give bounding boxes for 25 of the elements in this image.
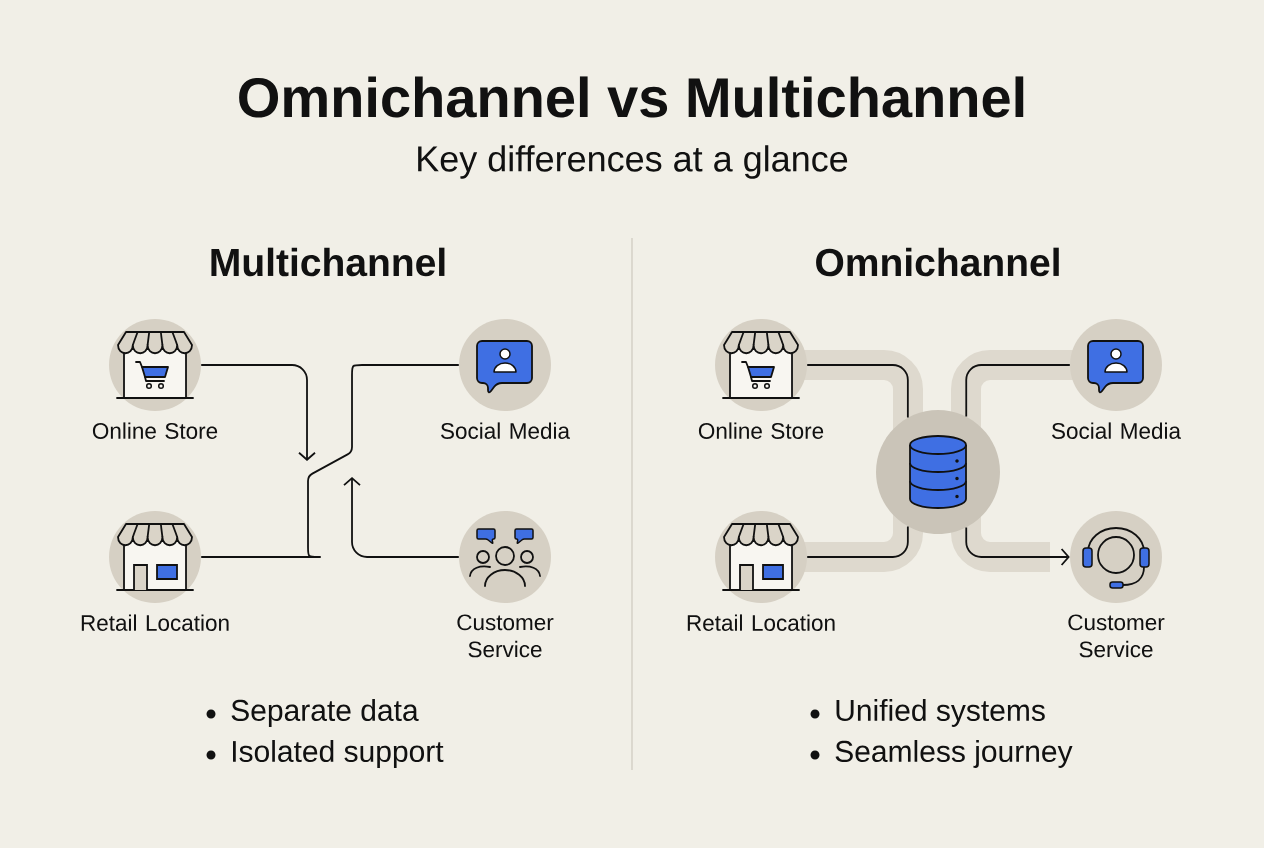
arrow bbox=[965, 526, 1070, 566]
channel-node: Customer Service bbox=[457, 511, 554, 658]
bullet-text: Seamless journey bbox=[835, 740, 1073, 768]
bullet-text: Unified systems bbox=[836, 699, 1045, 727]
section-heading: Omnichannel bbox=[816, 247, 1059, 277]
subtitle: Key differences at a glance bbox=[418, 145, 848, 179]
connector-line bbox=[965, 364, 1071, 418]
bullet-text: Isolated support bbox=[233, 740, 444, 768]
node-label: Online Store bbox=[92, 422, 218, 439]
connector-line bbox=[806, 525, 909, 558]
connector-line bbox=[200, 364, 460, 558]
connector-line bbox=[806, 364, 909, 419]
node-label: Retail Location bbox=[687, 614, 835, 631]
section-heading: Multichannel bbox=[211, 247, 445, 277]
node-label: Customer Service bbox=[1068, 614, 1165, 658]
arrow bbox=[343, 477, 460, 558]
node-label: Retail Location bbox=[81, 614, 229, 631]
arrow bbox=[200, 364, 316, 461]
node-label: Online Store bbox=[698, 422, 824, 439]
node-label: Social Media bbox=[1051, 422, 1182, 439]
channel-node: Customer Service bbox=[1068, 511, 1165, 658]
bullet-text: Separate data bbox=[231, 699, 419, 727]
title: Omnichannel vs Multichannel bbox=[239, 76, 1024, 118]
node-label: Customer Service bbox=[457, 614, 554, 658]
node-label: Social Media bbox=[441, 422, 571, 439]
